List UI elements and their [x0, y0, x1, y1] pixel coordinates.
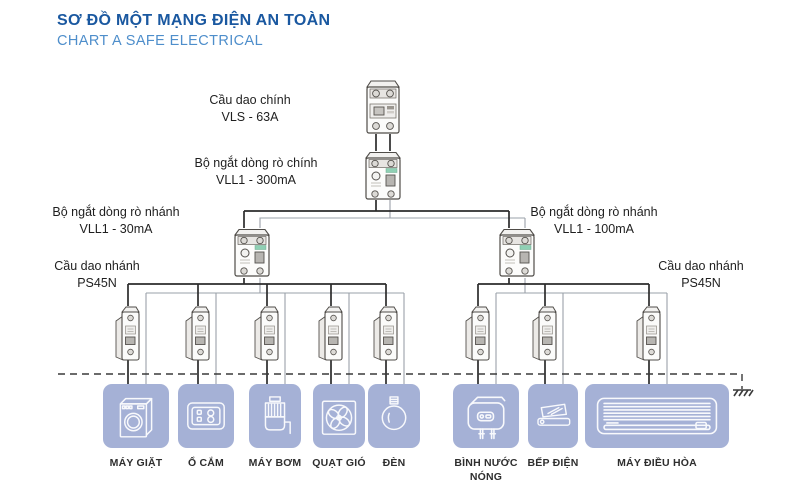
- appliance-label: QUẠT GIÓ: [312, 457, 366, 469]
- appliance-label: BẾP ĐIỆN: [527, 457, 579, 469]
- label-main-switch: Cầu dao chính VLS - 63A: [209, 93, 291, 124]
- ground-wire: [58, 373, 754, 397]
- appliance-label: MÁY BƠM: [248, 457, 302, 469]
- branch-rcd-right-device: [499, 228, 535, 277]
- branch-mcb-4: [318, 306, 343, 361]
- main-rcd-device: [365, 151, 401, 200]
- branch-mcb-7: [532, 306, 557, 361]
- appliance-tile-socket: [178, 384, 234, 448]
- branch-mcb-3: [254, 306, 279, 361]
- water-heater-icon: [467, 396, 506, 440]
- label-branch-rcd-left: Bộ ngắt dòng rò nhánh VLL1 - 30mA: [52, 205, 180, 236]
- branch-mcb-6: [465, 306, 490, 361]
- appliance-tile-washing-machine: [103, 384, 169, 448]
- branch-mcb-2: [185, 306, 210, 361]
- appliance-tile-air-conditioner: [585, 384, 729, 448]
- appliance-label: ĐÈN: [382, 457, 406, 469]
- live-wires: [127, 134, 650, 384]
- appliance-tile-fan: [313, 384, 365, 448]
- stove-icon: [537, 403, 571, 426]
- fan-icon: [321, 400, 357, 435]
- pump-icon: [264, 396, 291, 435]
- socket-icon: [187, 402, 225, 430]
- lamp-icon: [381, 396, 407, 431]
- branch-mcb-1: [115, 306, 140, 361]
- appliance-tile-stove: [528, 384, 578, 448]
- appliance-label: MÁY GIẶT: [109, 457, 163, 469]
- label-branch-switch-right: Cầu dao nhánh PS45N: [658, 259, 744, 290]
- branch-rcd-left-device: [234, 228, 270, 277]
- main-switch-device: [366, 80, 400, 134]
- appliance-label: Ổ CẮM: [188, 457, 224, 469]
- branch-mcb-8: [636, 306, 661, 361]
- appliance-label: BÌNH NƯỚC NÓNG: [454, 457, 518, 484]
- neutral-wires: [145, 200, 668, 384]
- label-main-rcd: Bộ ngắt dòng rò chính VLL1 - 300mA: [194, 156, 318, 187]
- page-title: SƠ ĐỒ MỘT MẠNG ĐIỆN AN TOÀN: [57, 12, 331, 29]
- washing-machine-icon: [119, 397, 153, 438]
- label-branch-rcd-right: Bộ ngắt dòng rò nhánh VLL1 - 100mA: [530, 205, 658, 236]
- branch-mcb-5: [373, 306, 398, 361]
- air-conditioner-icon: [596, 397, 718, 435]
- label-branch-switch-left: Cầu dao nhánh PS45N: [54, 259, 140, 290]
- appliance-tile-water-heater: [453, 384, 519, 448]
- ground-symbol: [733, 389, 754, 397]
- page-subtitle: CHART A SAFE ELECTRICAL: [57, 33, 264, 49]
- appliance-tile-pump: [249, 384, 301, 448]
- appliance-tile-lamp: [368, 384, 420, 448]
- appliance-label: MÁY ĐIỀU HÒA: [617, 457, 697, 469]
